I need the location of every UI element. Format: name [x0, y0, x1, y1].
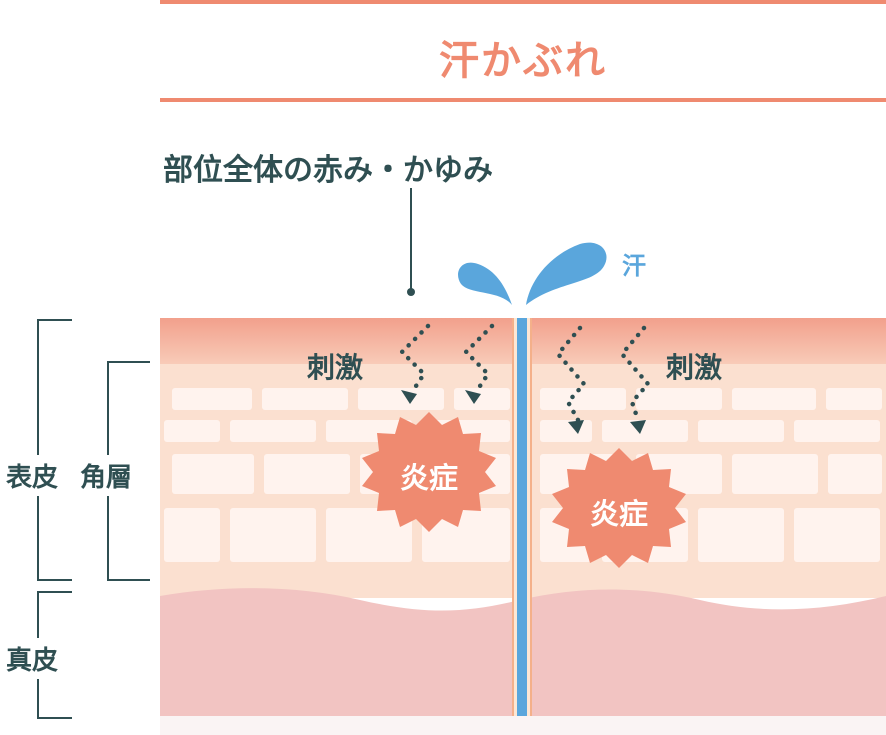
cell — [732, 388, 816, 410]
arrowhead-left-2 — [465, 390, 481, 404]
stimulus-arrows — [398, 323, 651, 434]
title-bar-top — [160, 0, 886, 4]
cell — [732, 454, 818, 494]
cell — [826, 388, 882, 410]
arrow-left-1 — [398, 323, 431, 395]
cell — [422, 508, 510, 562]
page-title: 汗かぶれ — [439, 38, 607, 84]
sweat-drop-right — [526, 242, 607, 305]
epidermis-label: 表皮 — [6, 455, 59, 496]
sweat-duct-edge-left — [512, 318, 514, 716]
inflammation-burst-left — [362, 412, 496, 532]
cell — [794, 508, 880, 562]
sweat-label: 汗 — [622, 252, 646, 280]
sweat-duct-channel — [517, 318, 527, 716]
epidermis-bracket — [37, 319, 72, 581]
cell — [540, 420, 592, 442]
cell — [172, 454, 254, 494]
sweat-drop-left — [458, 262, 512, 305]
cell — [172, 388, 252, 410]
arrow-right-1 — [555, 325, 587, 423]
stimulus-label-right: 刺激 — [666, 351, 723, 384]
arrow-left-2 — [462, 323, 495, 395]
cell — [602, 420, 688, 442]
cell — [636, 388, 722, 410]
arrowhead-right-1 — [568, 420, 584, 434]
cell — [230, 508, 316, 562]
stimulus-label-left: 刺激 — [307, 351, 364, 384]
cell — [164, 508, 220, 562]
cell — [164, 420, 220, 442]
dermis-label: 真皮 — [6, 638, 59, 679]
inflammation-burst-right — [552, 448, 686, 568]
arrowhead-right-2 — [630, 420, 646, 434]
cell — [698, 420, 784, 442]
cell — [326, 508, 412, 562]
symptom-pointer-dot — [407, 288, 415, 296]
cell — [264, 454, 350, 494]
bottom-fade — [160, 716, 886, 735]
cell — [230, 420, 316, 442]
title-bar-bottom — [160, 98, 886, 102]
arrow-right-2 — [619, 325, 651, 423]
cell — [794, 420, 880, 442]
cell — [358, 388, 444, 410]
sweat-duct-edge-right — [530, 318, 532, 716]
inflammation-label-left: 炎症 — [400, 461, 459, 495]
inflammation-label-right: 炎症 — [590, 497, 649, 531]
arrowhead-left-1 — [401, 390, 417, 404]
cell — [262, 388, 348, 410]
cell — [540, 388, 626, 410]
symptom-label: 部位全体の赤み・かゆみ — [163, 153, 493, 188]
cell — [828, 454, 882, 494]
cell — [454, 388, 510, 410]
cell — [698, 508, 784, 562]
stratum-corneum-label: 角層 — [80, 455, 133, 496]
